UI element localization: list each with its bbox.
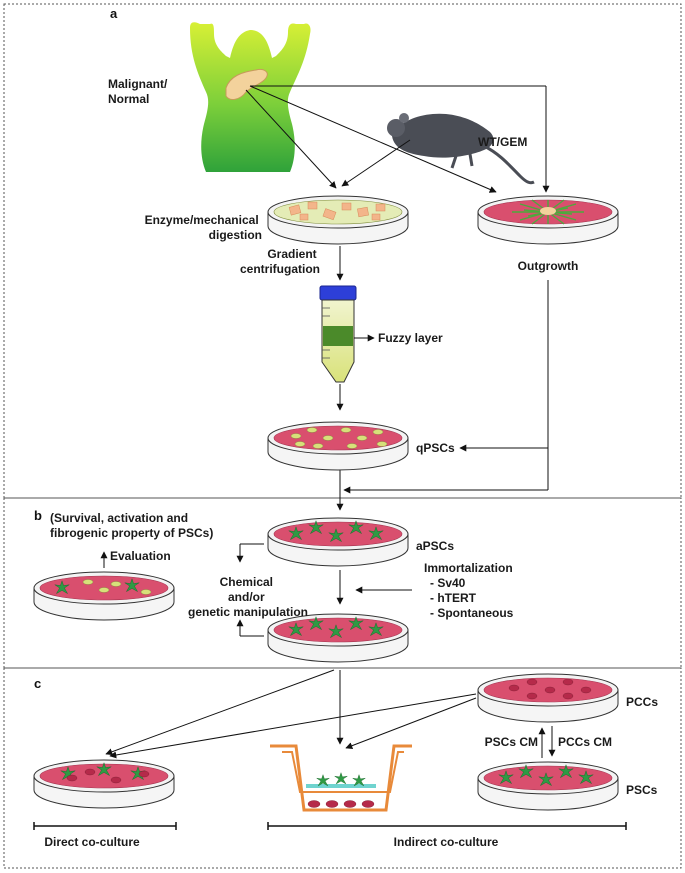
- arrows-panel-b: [100, 543, 412, 637]
- apscs-label: aPSCs: [416, 539, 454, 553]
- immortalization-label: Immortalization - Sv40 - hTERT - Spontan…: [424, 561, 516, 620]
- human-body-illustration: [190, 22, 311, 172]
- pancreas-icon: [225, 69, 268, 100]
- direct-coculture-label: Direct co-culture: [44, 835, 140, 849]
- panel-label-a: a: [110, 6, 118, 21]
- malignant-normal-label: Malignant/ Normal: [108, 77, 171, 106]
- pscs-cm-label: PSCs CM: [485, 735, 538, 749]
- dish-digestion: [267, 195, 409, 245]
- arrows-panel-a: [245, 85, 550, 511]
- pccs-cm-label: PCCs CM: [558, 735, 612, 749]
- pscs-label: PSCs: [626, 783, 658, 797]
- fuzzy-layer-label: Fuzzy layer: [378, 331, 443, 345]
- transwell-insert-icon: [270, 744, 412, 812]
- pccs-label: PCCs: [626, 695, 658, 709]
- coculture-bars: [33, 822, 627, 830]
- dish-apscs: [267, 517, 409, 567]
- arrows-panel-c: [105, 669, 556, 759]
- wt-gem-label: WT/GEM: [478, 135, 527, 149]
- indirect-coculture-label: Indirect co-culture: [394, 835, 499, 849]
- dish-manipulated: [267, 613, 409, 663]
- mouse-icon: [387, 113, 535, 185]
- chemical-label: Chemical and/or genetic manipulation: [188, 575, 308, 619]
- outgrowth-label: Outgrowth: [518, 259, 579, 273]
- gradient-label: Gradient centrifugation: [240, 247, 320, 276]
- qpscs-label: qPSCs: [416, 441, 455, 455]
- centrifuge-tube-icon: [319, 285, 375, 383]
- evaluation-label: Evaluation: [110, 549, 171, 563]
- dish-direct-coculture: [33, 759, 175, 809]
- panel-borders: [3, 3, 682, 869]
- dish-evaluation: [33, 571, 175, 621]
- dish-outgrowth: [477, 195, 619, 245]
- dish-pscs: [477, 761, 619, 811]
- dish-qpscs: [267, 421, 409, 471]
- panel-label-b: b: [34, 508, 42, 523]
- evaluation-title: (Survival, activation and fibrogenic pro…: [50, 511, 213, 540]
- panel-label-c: c: [34, 676, 41, 691]
- dish-pccs: [477, 673, 619, 723]
- enzyme-digestion-label: Enzyme/mechanical digestion: [145, 213, 262, 242]
